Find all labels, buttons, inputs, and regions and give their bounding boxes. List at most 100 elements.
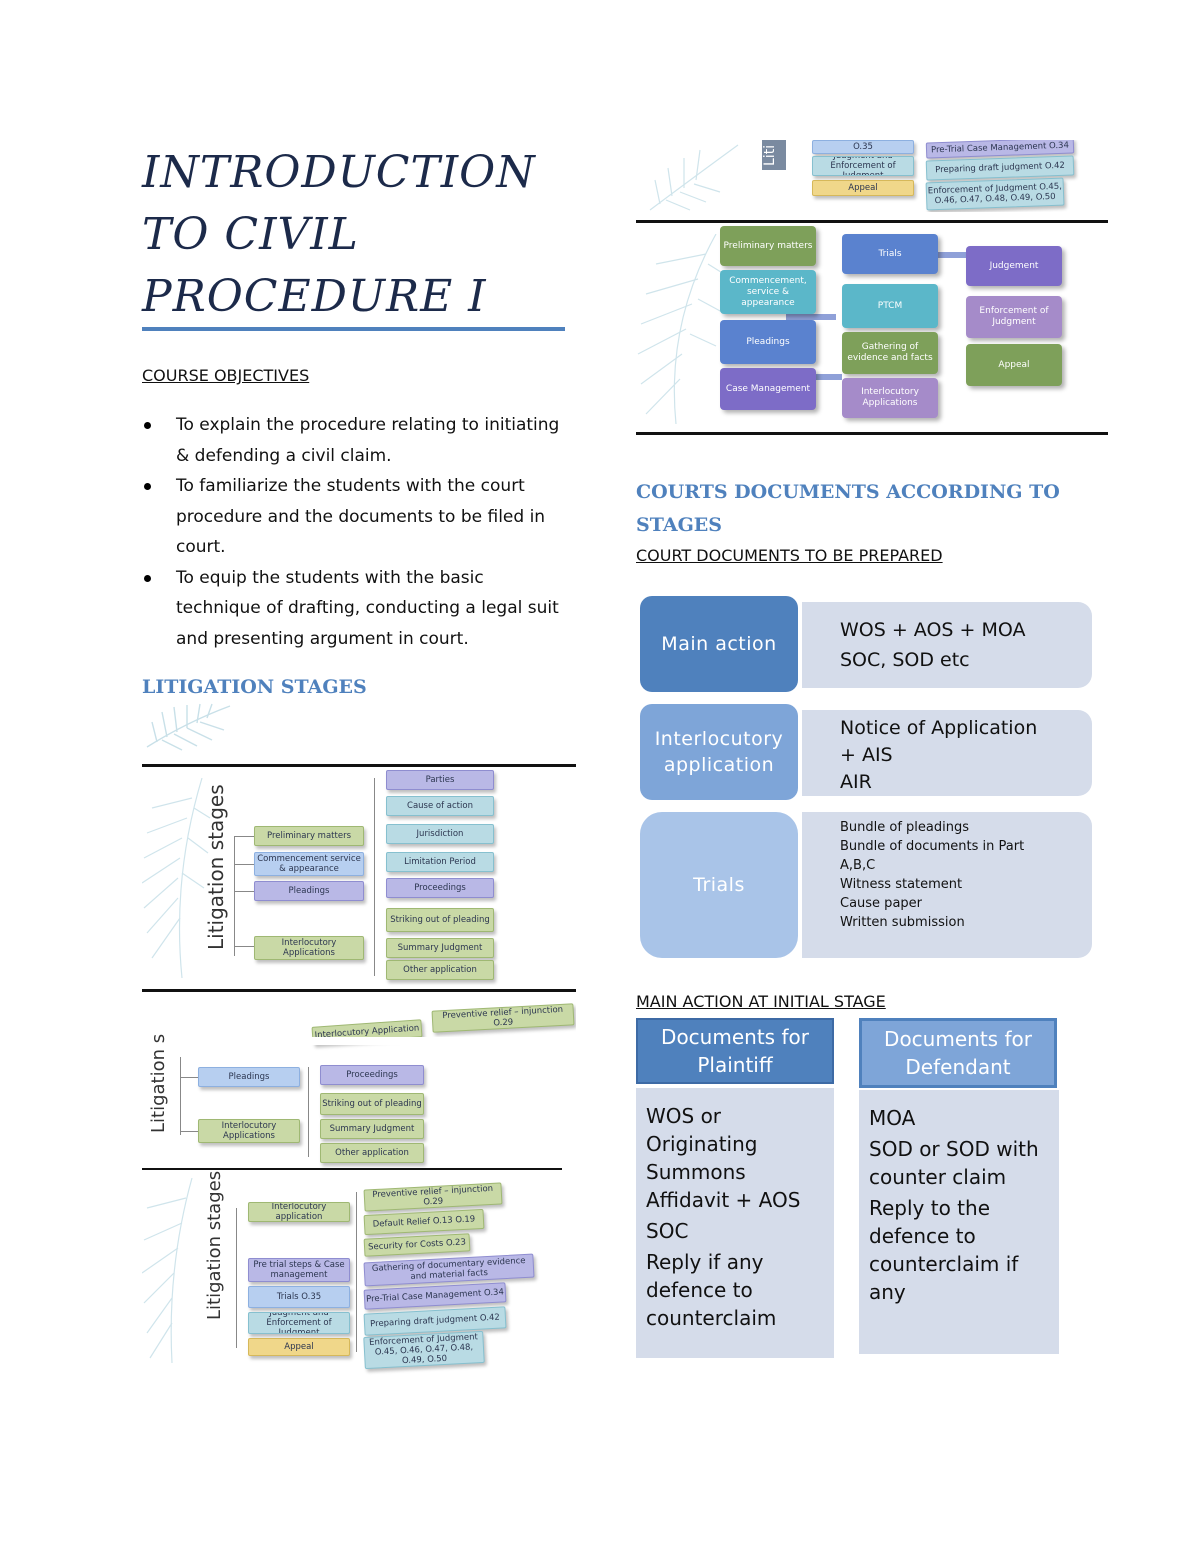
flow-box: Commencement, service & appearance xyxy=(720,270,816,314)
diagram-box: Pre-Trial Case Management O.34 xyxy=(363,1282,507,1310)
diagram-box: Preparing draft judgment O.42 xyxy=(363,1306,507,1336)
flow-box: Trials xyxy=(842,234,938,274)
feather-icon xyxy=(142,778,211,978)
diagram-box: Parties xyxy=(386,770,494,790)
diagram-box: Appeal xyxy=(248,1338,350,1356)
diagram-box: Limitation Period xyxy=(386,852,494,872)
feather-icon xyxy=(649,144,739,211)
title-line-3: PROCEDURE I xyxy=(142,271,487,322)
stage-label-interlocutory: Interlocutory application xyxy=(640,704,798,800)
defendant-body: MOA SOD or SOD with counter claim Reply … xyxy=(859,1090,1059,1354)
connector xyxy=(234,946,254,947)
feather-icon xyxy=(142,1178,193,1363)
diagram-box: Summary Judgment xyxy=(320,1119,424,1139)
docs-line: WOS + AOS + MOA xyxy=(840,619,1026,641)
docs-line: Cause paper xyxy=(840,896,922,911)
diagram-box: Proceedings xyxy=(386,878,494,898)
flow-connector xyxy=(786,314,836,320)
feather-icon xyxy=(146,703,231,751)
diagram-label: Liti xyxy=(762,140,786,170)
diagram-box: Interlocutory Applications xyxy=(254,936,364,960)
courts-docs-heading: COURTS DOCUMENTS ACCORDING TO STAGES xyxy=(636,481,1060,536)
diagram-box: Default Relief O.13 O.19 xyxy=(363,1208,485,1236)
flow-box: Case Management xyxy=(720,368,816,410)
stage-label-main-action: Main action xyxy=(640,596,798,692)
flow-diagram: Preliminary matters Commencement, servic… xyxy=(636,224,1108,432)
diagram-box: Judgment and Enforcement of Judgment xyxy=(248,1312,350,1334)
flow-box: Judgement xyxy=(966,246,1062,286)
diagram-label: Litigation s xyxy=(148,1033,169,1133)
objective-item: To familiarize the students with the cou… xyxy=(142,471,572,563)
courts-docs-subheading: COURT DOCUMENTS TO BE PREPARED xyxy=(636,546,943,565)
connector xyxy=(234,836,254,837)
diagram-box: Security for Costs O.23 xyxy=(363,1233,471,1257)
flow-box: Gathering of evidence and facts xyxy=(842,332,938,374)
defendant-item: MOA xyxy=(869,1106,916,1130)
flow-box: PTCM xyxy=(842,284,938,328)
connector xyxy=(234,864,254,865)
connector xyxy=(234,891,254,892)
connector xyxy=(374,778,375,976)
diagram-box: Pleadings xyxy=(254,881,364,901)
diagram-box: Preliminary matters xyxy=(254,826,364,846)
docs-row-interlocutory: Notice of Application + AIS AIR xyxy=(802,710,1092,796)
objectives-heading: COURSE OBJECTIVES xyxy=(142,366,310,385)
docs-line: SOC, SOD etc xyxy=(840,649,970,671)
defendant-item: SOD or SOD with counter claim xyxy=(869,1137,1039,1189)
diagram-box: Enforcement of Judgment O.45, O.46, O.47… xyxy=(925,177,1065,211)
diagram-box: Other application xyxy=(320,1143,424,1163)
diagram-box: Summary Judgment xyxy=(386,938,494,958)
connector xyxy=(356,1192,357,1352)
title-line-1: INTRODUCTION xyxy=(142,147,536,198)
diagram-label: Litigation stages xyxy=(204,784,228,950)
diagram-box: Cause of action xyxy=(386,796,494,816)
docs-row-trials: Bundle of pleadings Bundle of documents … xyxy=(802,812,1092,958)
docs-line: + AIS xyxy=(840,744,893,766)
docs-line: Witness statement xyxy=(840,877,963,892)
connector xyxy=(180,1057,181,1135)
objectives-list: To explain the procedure relating to ini… xyxy=(142,410,572,654)
section-rule xyxy=(636,220,1108,223)
diagram-box: Commencement service & appearance xyxy=(254,852,364,876)
section-rule xyxy=(142,764,576,767)
stage-label-trials: Trials xyxy=(640,812,798,958)
flow-box: Pleadings xyxy=(720,320,816,364)
diagram-box: Interlocutory application xyxy=(248,1202,350,1222)
litigation-diagram-2: Interlocutory Application Preventive rel… xyxy=(142,993,576,1169)
feather-icon xyxy=(637,234,725,424)
section-rule xyxy=(636,432,1108,435)
plaintiff-item: SOC xyxy=(646,1219,689,1243)
flow-connector xyxy=(936,252,966,258)
diagram-box: Preventive relief – injunction O.29 xyxy=(363,1182,503,1212)
diagram-box: Preventive relief – injunction O.29 xyxy=(431,1003,575,1033)
plaintiff-body: WOS or Originating Summons Affidavit + A… xyxy=(636,1088,834,1358)
plaintiff-header: Documents for Plaintiff xyxy=(636,1018,834,1084)
defendant-item: Reply to the defence to counterclaim if … xyxy=(869,1196,1019,1304)
diagram-box: O.35 xyxy=(812,140,914,154)
connector xyxy=(308,1067,309,1157)
objective-item: To explain the procedure relating to ini… xyxy=(142,410,572,471)
docs-line: AIR xyxy=(840,771,872,793)
title-rule xyxy=(142,327,565,331)
main-action-heading: MAIN ACTION AT INITIAL STAGE xyxy=(636,992,886,1011)
title-line-2: TO CIVIL xyxy=(142,209,359,260)
diagram-box: Enforcement of Judgment O.45, O.46, O.47… xyxy=(363,1330,485,1370)
connector xyxy=(180,1077,198,1078)
plaintiff-item: Reply if any defence to counterclaim xyxy=(646,1250,777,1330)
connector xyxy=(234,836,235,956)
diagram-box: Striking out of pleading xyxy=(320,1093,424,1115)
diagram-box: Appeal xyxy=(812,180,914,196)
diagram-label: Litigation stages xyxy=(204,1170,225,1320)
docs-line: Notice of Application xyxy=(840,717,1038,739)
litigation-fragment: Liti O.35 Judgment and Enforcement of Ju… xyxy=(636,140,1108,212)
litigation-diagram-3: Litigation stages Interlocutory applicat… xyxy=(142,1171,542,1370)
litigation-diagram-1: Litigation stages Preliminary matters Co… xyxy=(142,768,576,990)
docs-line: Bundle of pleadings xyxy=(840,820,970,835)
objective-item: To equip the students with the basic tec… xyxy=(142,563,572,655)
plaintiff-item: WOS or Originating Summons Affidavit + A… xyxy=(646,1104,801,1212)
flow-box: Interlocutory Applications xyxy=(842,378,938,418)
litigation-heading: LITIGATION STAGES xyxy=(142,676,367,698)
diagram-box: Other application xyxy=(386,960,494,980)
diagram-box: Pleadings xyxy=(198,1067,300,1087)
defendant-header: Documents for Defendant xyxy=(859,1018,1057,1088)
